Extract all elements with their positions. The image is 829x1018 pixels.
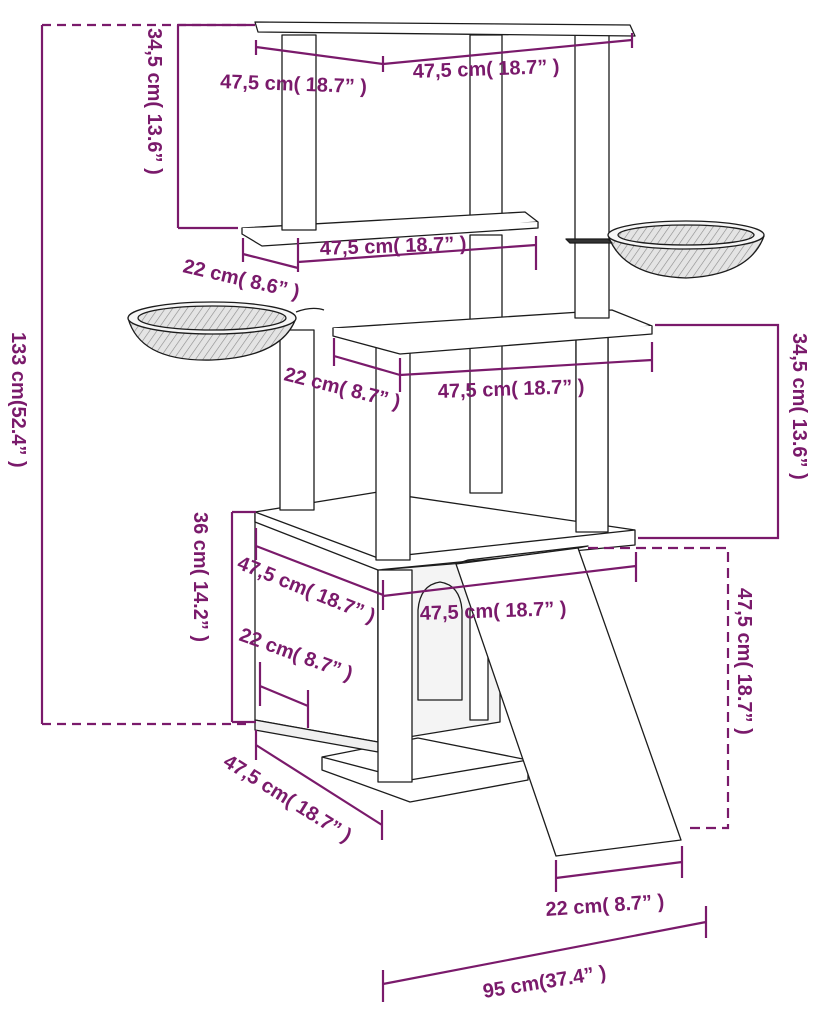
cube-width-line	[382, 552, 638, 598]
cube-entrance-hole	[417, 581, 463, 701]
ramp-height-line	[588, 546, 730, 830]
cube-height-line	[230, 510, 256, 724]
label-upper-shelf-width: 47,5 cm( 18.7” )	[319, 233, 466, 260]
label-cube-width: 47,5 cm( 18.7” )	[419, 598, 566, 625]
top-section-height-line	[176, 23, 255, 230]
label-middle-shelf-width: 47,5 cm( 18.7” )	[437, 376, 584, 403]
dimension-lines	[40, 23, 780, 1002]
upper-shelf-depth-line	[241, 238, 299, 270]
back-post-top	[469, 34, 503, 221]
label-top-section-height: 34,5 cm( 13.6” )	[143, 28, 165, 175]
middle-shelf-depth-line	[332, 338, 401, 377]
back-post-middle	[469, 234, 503, 494]
label-total-width: 95 cm(37.4” )	[481, 962, 607, 1003]
label-top-platform-depth: 47,5 cm( 18.7” )	[220, 71, 367, 98]
right-post-lower	[575, 329, 609, 533]
middle-shelf-edge	[332, 326, 653, 355]
upper-shelf-width-line	[296, 236, 538, 272]
cat-tree-drawing	[127, 21, 765, 857]
label-top-platform-width: 47,5 cm( 18.7” )	[412, 56, 559, 83]
right-hammock	[565, 220, 765, 279]
middle-section-height-line	[638, 323, 780, 540]
ramp-width-line	[554, 846, 684, 892]
label-upper-shelf-depth: 22 cm( 8.6” )	[181, 255, 302, 303]
ramp-top-edge	[455, 545, 589, 565]
total-width-line	[381, 906, 708, 1002]
right-post-tall	[574, 34, 610, 319]
label-cube-height: 36 cm( 14.2” )	[189, 512, 211, 642]
label-total-height: 133 cm(52.4” )	[7, 332, 29, 468]
left-hammock	[127, 301, 325, 361]
top-depth-line	[254, 40, 385, 72]
ramp	[455, 547, 682, 857]
base-plate	[321, 737, 529, 803]
front-post-middle	[375, 344, 411, 561]
label-ramp-width: 22 cm( 8.7” )	[545, 891, 665, 921]
label-ramp-height: 47,5 cm( 18.7” )	[733, 588, 755, 735]
base-depth-line	[254, 730, 384, 840]
cube-entrance-line	[258, 662, 310, 728]
left-post-middle	[279, 329, 315, 511]
top-platform	[254, 21, 636, 37]
top-width-line	[382, 33, 634, 66]
left-post-top	[281, 34, 317, 231]
label-middle-section-height: 34,5 cm( 13.6” )	[788, 333, 810, 480]
